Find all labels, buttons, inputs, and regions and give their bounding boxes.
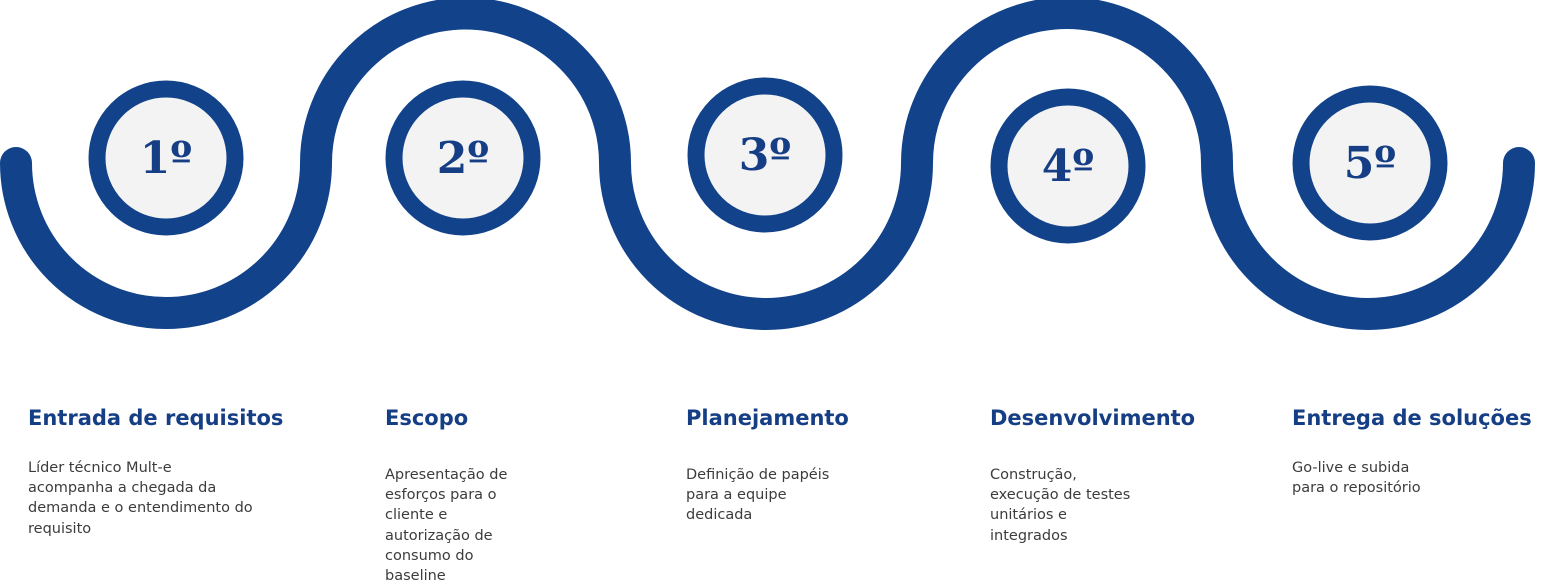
step-2-number: 2º	[437, 133, 490, 184]
step-5-text: Entrega de soluções Go-live e subida par…	[1292, 404, 1532, 498]
step-1-number: 1º	[140, 133, 193, 184]
step-4-title: Desenvolvimento	[990, 406, 1196, 430]
step-4-description: Construção, execução de testes unitários…	[990, 467, 1131, 544]
step-5-title: Entrega de soluções	[1292, 406, 1532, 430]
step-2-circle: 2º	[385, 80, 541, 236]
step-4-number: 4º	[1042, 141, 1095, 192]
process-wave-diagram: 1º 2º 3º 4º 5º	[0, 0, 1535, 330]
step-2-description: Apresentação de esforços para o cliente …	[385, 467, 508, 585]
step-3-number: 3º	[739, 130, 792, 181]
step-1-text: Entrada de requisitos Líder técnico Mult…	[28, 404, 283, 539]
step-1-circle: 1º	[88, 80, 244, 236]
step-4-circle: 4º	[990, 88, 1146, 244]
step-5-number: 5º	[1344, 138, 1397, 189]
step-3-description: Definição de papéis para a equipe dedica…	[686, 467, 830, 524]
step-3-text: Planejamento Definição de papéis para a …	[686, 404, 849, 526]
step-4-text: Desenvolvimento Construção, execução de …	[990, 404, 1195, 546]
wave-path	[0, 0, 1535, 330]
step-5-description: Go-live e subida para o repositório	[1292, 460, 1421, 497]
step-1-description: Líder técnico Mult-e acompanha a chegada…	[28, 460, 253, 537]
step-3-circle: 3º	[687, 77, 843, 233]
step-2-title: Escopo	[385, 406, 469, 430]
step-5-circle: 5º	[1292, 85, 1448, 241]
step-3-title: Planejamento	[686, 406, 849, 430]
step-1-title: Entrada de requisitos	[28, 406, 284, 430]
step-2-text: Escopo Apresentação de esforços para o c…	[385, 404, 507, 586]
